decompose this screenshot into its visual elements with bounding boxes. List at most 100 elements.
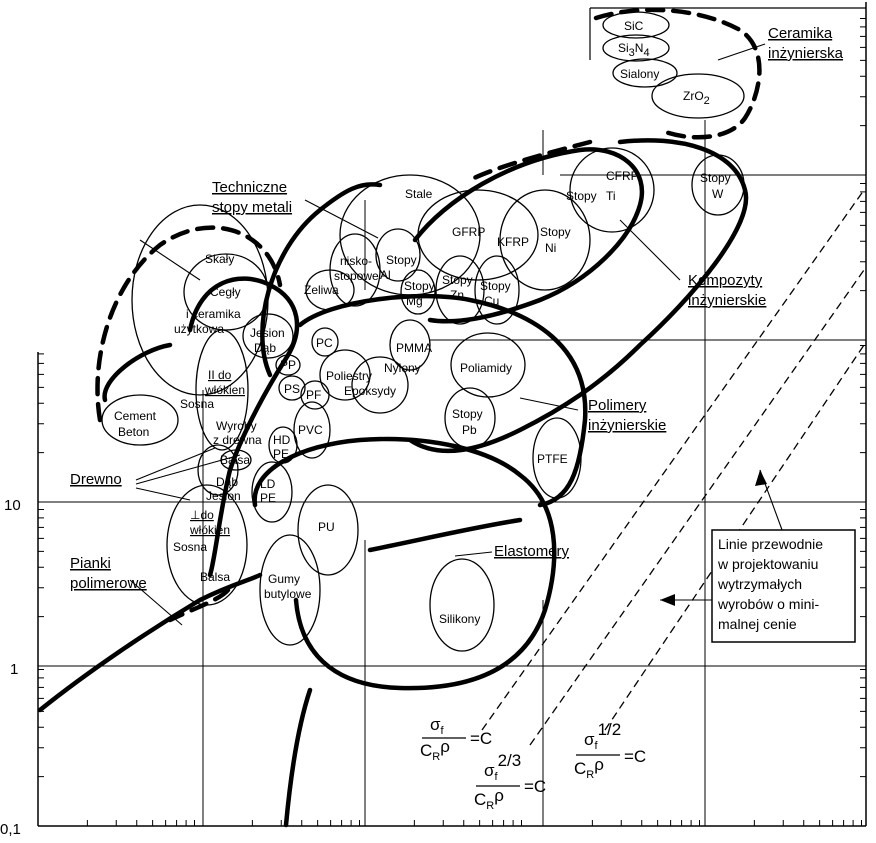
family-labels: Ceramika inżynierska Techniczne stopy me… — [70, 25, 844, 592]
label-ldpe: LD — [260, 477, 276, 491]
svg-text:=C: =C — [470, 729, 492, 748]
label-jesion-dab: Jesion — [250, 326, 285, 340]
label-ii-wlokien: II do — [208, 368, 232, 382]
svg-text:=C: =C — [624, 747, 646, 766]
label-stopy-ti: Stopy — [566, 189, 597, 203]
label-perp-wlokien: ⊥do — [190, 508, 214, 522]
guide-box — [711, 529, 856, 643]
family-kompozyty: Kompozyty — [688, 272, 763, 289]
label-stopy-ni: Ni — [545, 241, 556, 255]
label-ceramika-uzytkowa: użytkowa — [174, 322, 224, 336]
label-zro2: ZrO — [683, 89, 704, 103]
label-gumy: Gumy — [268, 572, 300, 586]
family-pianki: Pianki — [70, 555, 111, 572]
label-silikony: Silikony — [439, 612, 480, 626]
guide-box-line: wyrobów o mini- — [717, 596, 819, 612]
label-wyroby: z drewna — [213, 433, 262, 447]
label-gumy: butylowe — [264, 587, 312, 601]
material-labels: SiC Si3N4 Sialony ZrO2 CFRP Stopy Ti Sto… — [114, 19, 731, 626]
label-pvc: PVC — [298, 423, 323, 437]
label-stale: Stale — [405, 187, 433, 201]
y-tick-10: 10 — [4, 497, 21, 514]
svg-text:=C: =C — [524, 777, 546, 796]
guide-box-line: wytrzymałych — [717, 576, 802, 592]
family-drewno: Drewno — [70, 471, 122, 488]
svg-text:Si3N4: Si3N4 — [618, 41, 650, 59]
label-stopy-zn: Stopy — [442, 273, 473, 287]
label-jesion-dab: Dąb — [254, 341, 276, 355]
label-cement: Cement — [114, 409, 157, 423]
axis-ticks — [38, 18, 866, 826]
label-ptfe: PTFE — [537, 452, 568, 466]
label-stopy-pb: Pb — [462, 423, 477, 437]
label-pmma: PMMA — [396, 341, 432, 355]
arrow-head — [755, 470, 767, 486]
label-pp: PP — [280, 358, 296, 372]
label-stopy-al: Stopy — [386, 253, 417, 267]
chart-frame — [37, 2, 867, 827]
svg-text:σf: σf — [430, 715, 445, 737]
label-balsa-1: Balsa — [220, 453, 250, 467]
label-stopy-mg: Stopy — [404, 279, 435, 293]
guide-box-line: w projektowaniu — [717, 556, 818, 572]
label-ldpe: PE — [260, 491, 276, 505]
guide-box-line: malnej cenie — [718, 616, 797, 632]
family-ceramika: Ceramika — [768, 25, 833, 42]
label-wyroby: Wyroby — [216, 419, 257, 433]
label-si3n4: Si — [618, 41, 629, 55]
label-hdpe: HD — [273, 433, 291, 447]
leader-lines — [129, 43, 786, 626]
label-stopy-ti: Ti — [606, 189, 616, 203]
label-ps: PS — [284, 382, 300, 396]
family-ceramika: inżynierska — [768, 45, 844, 62]
material-ellipses — [101, 11, 745, 652]
family-metale: Techniczne — [212, 179, 287, 196]
label-ceramika-uzytkowa: i ceramika — [186, 307, 241, 321]
label-cegly: Cegły — [210, 285, 241, 299]
family-envelopes — [37, 7, 762, 828]
family-metale: stopy metali — [212, 199, 292, 216]
label-perp-wlokien: włókien — [189, 523, 230, 537]
family-pianki: polimerowe — [70, 575, 147, 592]
label-ii-wlokien: włókien — [204, 383, 245, 397]
y-tick-0-1: 0,1 — [0, 821, 21, 838]
label-gfrp: GFRP — [452, 225, 485, 239]
arrow-head — [660, 594, 675, 606]
svg-text:σf1/2: σf1/2 — [584, 720, 621, 752]
label-sialony: Sialony — [620, 67, 659, 81]
formula-1: σf CRρ =C — [420, 715, 492, 763]
svg-text:CRρ: CRρ — [420, 737, 450, 763]
family-elastomery: Elastomery — [494, 543, 570, 560]
label-poliamidy: Poliamidy — [460, 361, 512, 375]
label-sic: SiC — [624, 19, 644, 33]
guide-lines — [481, 189, 865, 746]
label-cement: Beton — [118, 425, 149, 439]
label-nylony: Nylony — [384, 361, 421, 375]
label-stopy-pb: Stopy — [452, 407, 483, 421]
label-stopy-cu: Stopy — [480, 279, 511, 293]
label-zeliwa: Żeliwa — [304, 283, 339, 297]
svg-text:CRρ: CRρ — [474, 786, 504, 812]
label-niskostopowe: stopowe — [334, 269, 379, 283]
label-stopy-mg: Mg — [406, 294, 423, 308]
family-polimery: Polimery — [588, 397, 647, 414]
label-sosna-2: Sosna — [173, 540, 207, 554]
y-tick-1: 1 — [10, 661, 18, 678]
label-stopy-al: Al — [380, 268, 391, 282]
label-pu: PU — [318, 520, 335, 534]
label-pf: PF — [306, 388, 321, 402]
label-stopy-cu: Cu — [484, 294, 499, 308]
label-stopy-ni: Stopy — [540, 225, 571, 239]
label-poliestry: Poliestry — [326, 369, 372, 383]
label-stopy-w: Stopy — [700, 171, 731, 185]
formula-2: σf2/3 CRρ =C — [474, 751, 546, 812]
label-pc: PC — [316, 336, 333, 350]
label-cfrp: CFRP — [606, 169, 639, 183]
label-hdpe: PE — [273, 447, 289, 461]
label-stopy-w: W — [712, 187, 724, 201]
svg-text:σf2/3: σf2/3 — [484, 751, 521, 783]
label-epoksydy: Epoksydy — [344, 384, 396, 398]
formula-3: σf1/2 CRρ =C — [574, 720, 646, 781]
